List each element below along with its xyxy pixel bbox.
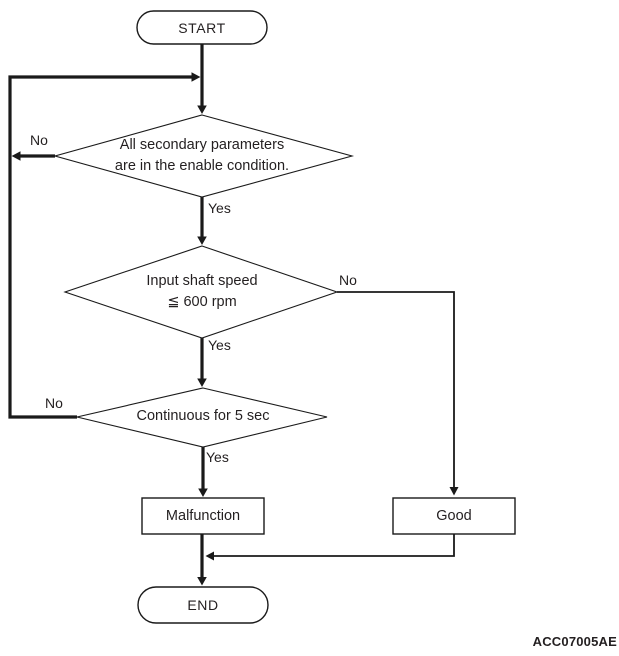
end-node-shape (137, 586, 269, 624)
decision2-yes-label: Yes (208, 337, 231, 353)
arrow-into-good-icon (449, 487, 459, 496)
end-node-label: END (187, 597, 219, 613)
arrow-into-malfunction-icon (198, 488, 208, 497)
start-node-label: START (178, 19, 226, 36)
decision2-line2: ≦ 600 rpm (167, 293, 237, 310)
decision3-shape (76, 387, 328, 448)
figure-code: ACC07005AE (532, 634, 617, 649)
decision2-line1: Input shaft speed (146, 273, 258, 289)
arrow-decision1-no-icon (11, 151, 21, 161)
decision3-yes-label: Yes (206, 449, 229, 465)
arrow-into-decision2-icon (197, 236, 207, 245)
edge-decision2-no-to-good (337, 291, 455, 487)
malfunction-node-shape (141, 497, 265, 535)
decision1-yes-label: Yes (208, 200, 231, 216)
arrow-loop-rejoin-icon (191, 72, 201, 82)
arrow-into-end-icon (197, 577, 207, 586)
decision3-no-label: No (45, 395, 63, 411)
start-node-shape (136, 10, 268, 45)
decision1-line1: All secondary parameters (119, 137, 285, 153)
edge-good-merge (214, 534, 455, 557)
decision3-text: Continuous for 5 sec (77, 406, 329, 427)
decision1-shape (52, 114, 355, 198)
decision1-text: All secondary parameters are in the enab… (55, 135, 349, 176)
arrow-good-merge-icon (205, 551, 214, 561)
decision2-shape (63, 245, 339, 339)
decision2-text: Input shaft speed ≦ 600 rpm (65, 271, 339, 312)
decision1-line2: are in the enable condition. (114, 157, 290, 174)
edge-no-return-loop (8, 75, 192, 419)
decision1-no-label: No (30, 132, 48, 148)
malfunction-node-label: Malfunction (165, 508, 241, 524)
decision3-line1: Continuous for 5 sec (136, 408, 270, 424)
arrow-into-decision3-icon (197, 378, 207, 387)
decision2-no-label: No (339, 272, 357, 288)
good-node-label: Good (436, 508, 472, 524)
arrow-into-decision1-icon (197, 105, 207, 114)
good-node-shape (392, 497, 516, 535)
